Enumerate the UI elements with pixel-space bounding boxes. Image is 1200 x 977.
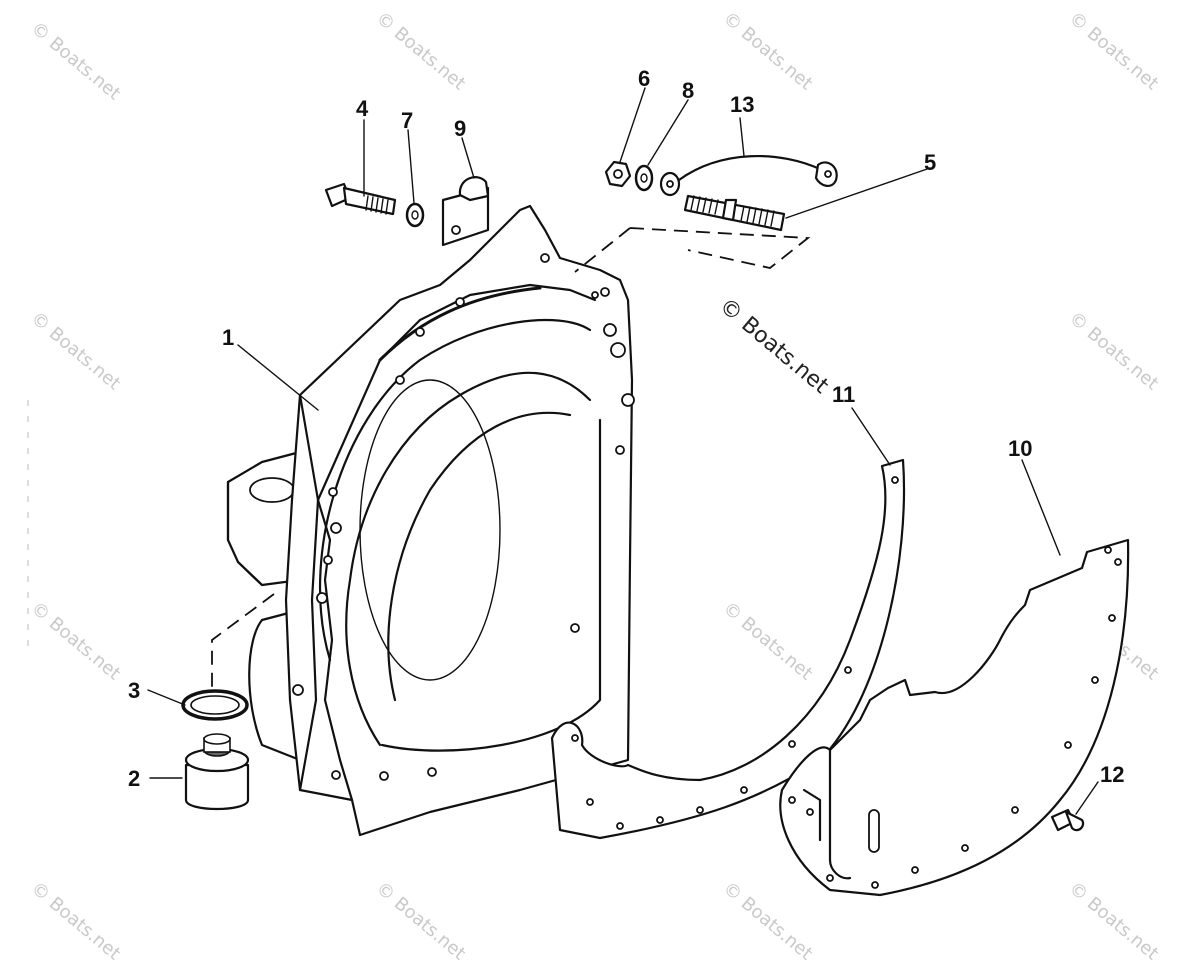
- watermark: © Boats.net: [1065, 308, 1163, 395]
- callout-5: 5: [924, 150, 936, 175]
- leader-1: [237, 344, 319, 411]
- leader-7: [407, 129, 415, 204]
- callout-7: 7: [401, 108, 413, 133]
- lock-washer[interactable]: [405, 202, 425, 228]
- leader-lines: [147, 87, 1099, 815]
- ground-strap[interactable]: [659, 154, 838, 197]
- callout-2: 2: [128, 766, 140, 791]
- alignment-line-stud: [574, 227, 811, 273]
- leader-11: [851, 407, 891, 466]
- watermark: © Boats.net: [27, 308, 125, 395]
- callout-6: 6: [638, 66, 650, 91]
- leader-3: [147, 689, 186, 706]
- callout-12: 12: [1100, 762, 1124, 787]
- bolt[interactable]: [324, 182, 397, 216]
- callout-3: 3: [128, 678, 140, 703]
- watermark: © Boats.net: [27, 18, 125, 105]
- callout-9: 9: [454, 116, 466, 141]
- watermark: © Boats.net: [1065, 878, 1163, 965]
- leader-6: [619, 87, 646, 163]
- flat-washer[interactable]: [634, 164, 654, 192]
- clip-bracket[interactable]: [441, 176, 490, 247]
- callout-11: 11: [832, 382, 855, 407]
- leader-8: [647, 99, 689, 166]
- gasket[interactable]: [550, 458, 906, 840]
- leader-5: [785, 167, 931, 219]
- leader-13: [739, 117, 745, 157]
- o-ring[interactable]: [181, 689, 249, 721]
- callout-13: 13: [730, 92, 754, 117]
- watermark: © Boats.net: [719, 598, 817, 685]
- callout-1: 1: [222, 325, 234, 350]
- stud[interactable]: [683, 194, 786, 232]
- watermark: © Boats.net: [1065, 8, 1163, 95]
- alignment-line-seal: [211, 593, 275, 690]
- watermark: © Boats.net: [719, 8, 817, 95]
- callout-4: 4: [356, 96, 369, 121]
- seal-cup[interactable]: [184, 733, 250, 811]
- leader-12: [1075, 781, 1099, 815]
- leader-10: [1021, 459, 1061, 556]
- callout-10: 10: [1008, 436, 1032, 461]
- cover-plate[interactable]: [779, 538, 1130, 897]
- small-screw[interactable]: [1050, 808, 1085, 832]
- watermark: © Boats.net: [27, 878, 125, 965]
- watermark: © Boats.net: [27, 598, 125, 685]
- watermark: © Boats.net: [372, 8, 470, 95]
- leader-9: [461, 137, 475, 179]
- flywheel-housing[interactable]: [226, 204, 635, 837]
- hex-nut[interactable]: [604, 160, 632, 188]
- watermark: © Boats.net: [719, 878, 817, 965]
- watermark-main: © Boats.net: [714, 293, 833, 399]
- watermark: © Boats.net: [372, 878, 470, 965]
- callout-labels: 1 2 3 4 5 6 7 8 9 10 11 12 13: [128, 66, 1124, 791]
- callout-8: 8: [682, 78, 694, 103]
